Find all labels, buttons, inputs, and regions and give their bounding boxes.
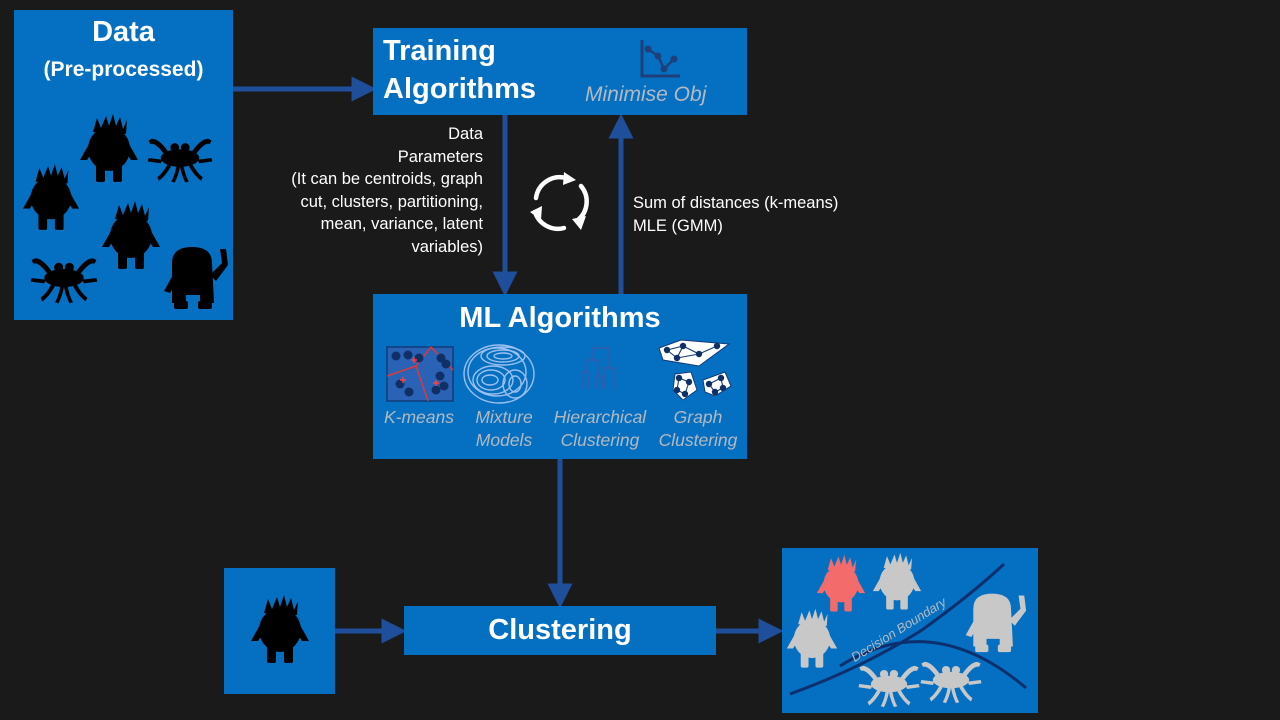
parameters-note: Data Parameters (It can be centroids, gr… <box>250 123 483 258</box>
objective-note-line: MLE (GMM) <box>633 216 723 235</box>
input-sample-box <box>224 568 335 694</box>
bug-monster-icon <box>918 654 984 706</box>
algorithm-label-mixture: Mixture Models <box>475 407 533 450</box>
training-box: Training Algorithms Minimise Obj <box>373 28 747 115</box>
kmeans-voronoi-icon <box>386 346 454 402</box>
objective-note-line: Sum of distances (k-means) <box>633 194 839 212</box>
monster-icon <box>22 162 80 234</box>
bug-monster-icon <box>28 250 100 306</box>
algorithm-label-hierarchical: Hierarchical Clustering <box>553 407 647 450</box>
monster-icon <box>872 550 922 614</box>
algorithm-label-kmeans: K-means <box>383 407 455 427</box>
monster-icon <box>79 113 139 185</box>
parameters-note-line: Parameters <box>397 147 483 166</box>
clustering-box: Clustering <box>404 606 716 655</box>
parameters-note-line: Data <box>448 125 483 143</box>
objective-note: Sum of distances (k-means) MLE (GMM) <box>633 192 838 237</box>
dendrogram-icon <box>582 347 615 389</box>
graph-network-icon <box>658 339 732 401</box>
training-title-line2: Algorithms <box>383 73 537 105</box>
data-subtitle: (Pre-processed) <box>43 58 204 81</box>
clustering-result-box: Decision Boundary <box>782 548 1038 713</box>
bug-monster-icon <box>145 130 215 186</box>
bug-monster-icon <box>856 658 922 710</box>
objective-label: Minimise Obj <box>585 83 707 106</box>
parameters-note-line: (It can be centroids, graph <box>291 170 483 188</box>
algorithm-label-graph: Graph Clustering <box>658 407 738 450</box>
ml-algorithms-title: ML Algorithms <box>459 302 661 334</box>
parameters-note-line: variables) <box>411 237 483 256</box>
monster-icon <box>250 594 310 666</box>
clustering-label: Clustering <box>488 614 632 646</box>
gaussian-contours-icon <box>463 344 535 404</box>
monster-icon <box>786 606 838 672</box>
parameters-note-line: cut, clusters, partitioning, <box>300 192 484 211</box>
yeti-monster-icon <box>962 588 1028 654</box>
training-title-line1: Training <box>383 35 496 67</box>
line-chart-icon <box>640 40 680 78</box>
data-box: Data (Pre-processed) <box>14 10 233 320</box>
yeti-monster-icon <box>160 240 230 312</box>
ml-algorithms-box: ML Algorithms <box>373 294 747 459</box>
refresh-cycle-icon <box>530 172 589 231</box>
decision-boundary-lines <box>789 562 1027 696</box>
monster-icon <box>101 200 161 272</box>
data-title: Data <box>92 16 155 48</box>
parameters-note-line: mean, variance, latent <box>320 215 483 233</box>
